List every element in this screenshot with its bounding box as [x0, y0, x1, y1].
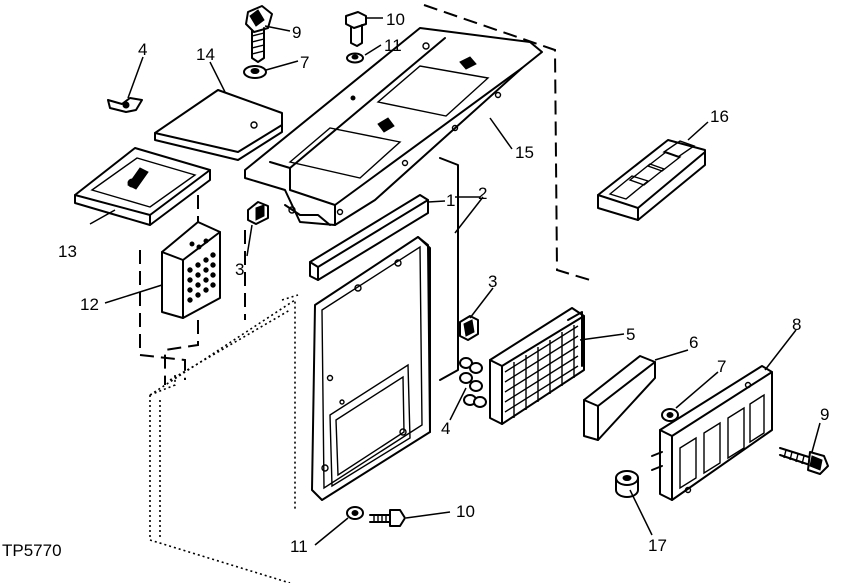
part-2-access-door — [311, 157, 459, 501]
callout-4-lower: 4 — [441, 419, 450, 438]
callout-5: 5 — [626, 325, 635, 344]
part-10-bolt-top — [345, 11, 367, 47]
part-14-cover-plate — [154, 89, 283, 161]
callout-4: 4 — [138, 40, 147, 59]
callout-leader-lines — [89, 17, 821, 546]
callout-7: 7 — [300, 53, 309, 72]
callout-17: 17 — [648, 536, 667, 555]
callout-9-lower: 9 — [820, 405, 829, 424]
figure-id: TP5770 — [2, 541, 62, 560]
callout-9: 9 — [292, 23, 301, 42]
part-9-screw-lower — [779, 447, 829, 475]
part-4-wing-nuts-lower — [459, 357, 487, 408]
callout-10-lower: 10 — [456, 502, 475, 521]
part-16-divided-tray — [597, 139, 706, 221]
callout-14: 14 — [196, 45, 215, 64]
part-5-mesh-filter — [489, 307, 585, 425]
part-11-washer-lower — [346, 506, 364, 520]
part-4-wing-nut-top — [107, 97, 143, 113]
part-3-clip-lower — [459, 315, 479, 341]
part-10-bolt-lower — [369, 509, 406, 527]
part-9-screw-top — [245, 5, 273, 63]
callout-15: 15 — [515, 143, 534, 162]
part-17-spacer — [615, 470, 639, 498]
callout-2: 2 — [478, 184, 487, 203]
part-7-washer-top — [243, 65, 267, 79]
callout-13: 13 — [58, 242, 77, 261]
callout-3-lower: 3 — [488, 272, 497, 291]
callout-6: 6 — [689, 333, 698, 352]
dotted-background-panel — [149, 294, 299, 584]
callout-3: 3 — [235, 260, 244, 279]
part-15-mounting-bracket — [244, 27, 543, 226]
callout-11: 11 — [384, 36, 402, 55]
callout-12: 12 — [80, 295, 99, 314]
part-13-latch-cover — [74, 147, 211, 226]
callout-16: 16 — [710, 107, 729, 126]
part-12-grille-block — [161, 221, 221, 319]
callout-7-lower: 7 — [717, 357, 726, 376]
part-11-washer-top — [346, 52, 364, 64]
callout-11-lower: 11 — [290, 537, 308, 556]
part-1-seal-strip — [309, 194, 429, 281]
callout-1: 1 — [446, 191, 455, 210]
part-3-clip-upper — [247, 201, 269, 225]
part-8-louvered-plate — [651, 365, 773, 501]
callout-8: 8 — [792, 315, 801, 334]
part-6-filter-pad — [583, 355, 656, 441]
callout-labels: 4 14 9 7 10 11 15 16 1 2 3 13 12 3 5 6 7… — [58, 10, 829, 556]
callout-10: 10 — [386, 10, 405, 29]
part-7-washer-lower — [661, 408, 679, 422]
